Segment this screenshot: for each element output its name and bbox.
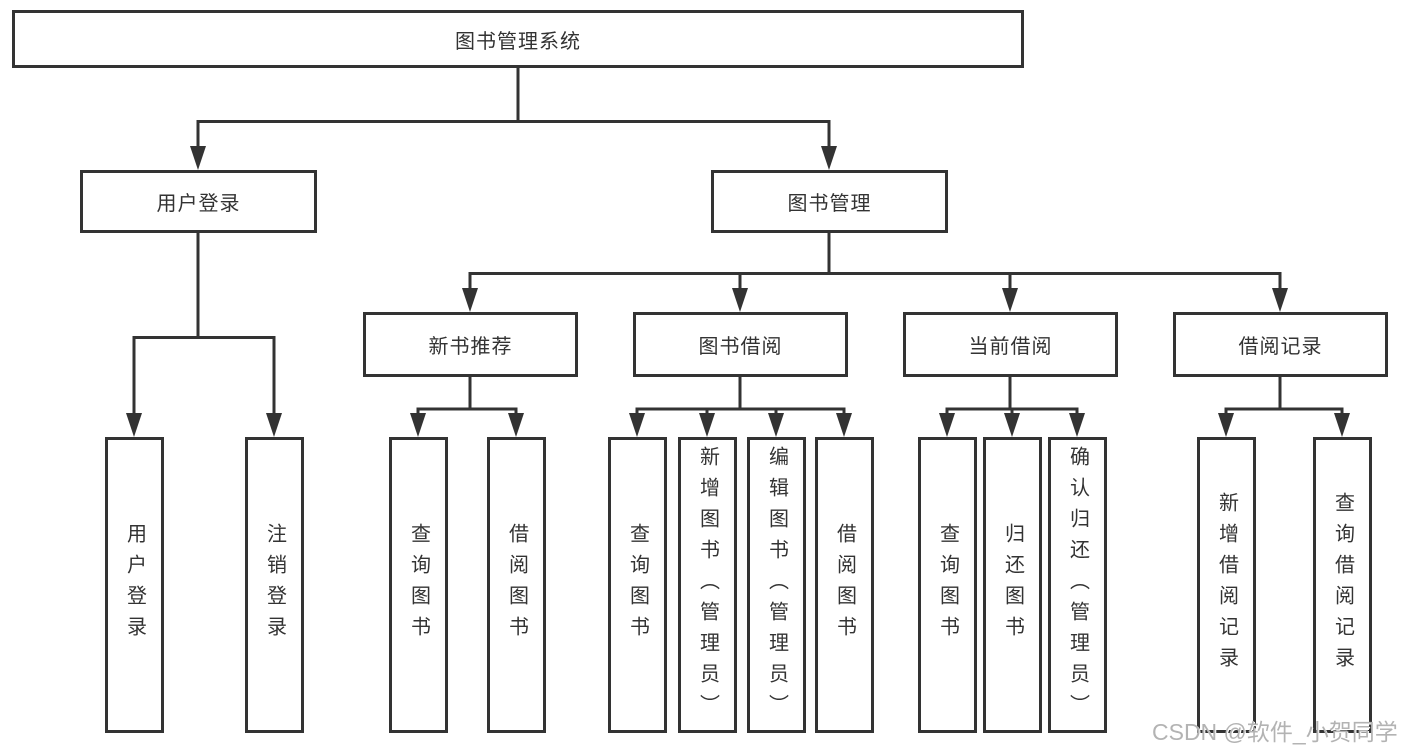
leaf-user-login-label: 用户登录 bbox=[123, 523, 146, 647]
arrowhead bbox=[508, 413, 524, 437]
node-borrowing-records-label: 借阅记录 bbox=[1238, 336, 1323, 358]
node-borrowing-records: 借阅记录 bbox=[1173, 312, 1388, 377]
connector-root-to-level2 bbox=[196, 67, 831, 150]
leaf-add-borrow-record-label: 新增借阅记录 bbox=[1215, 492, 1238, 678]
node-current-borrowing-label: 当前借阅 bbox=[968, 336, 1053, 358]
arrowhead bbox=[1002, 288, 1018, 312]
arrowheads bbox=[126, 146, 1350, 437]
leaf-query-borrow-record-label: 查询借阅记录 bbox=[1331, 492, 1354, 678]
leaf-user-login: 用户登录 bbox=[105, 437, 164, 733]
arrowhead bbox=[266, 413, 282, 437]
arrowhead bbox=[939, 413, 955, 437]
leaf-return-books: 归还图书 bbox=[983, 437, 1042, 733]
csdn-watermark: CSDN @软件_小贺同学 bbox=[1152, 719, 1398, 745]
connector-bookmgmt-to-level3 bbox=[468, 233, 1282, 293]
leaf-query-books-recommend-label: 查询图书 bbox=[407, 523, 430, 647]
connector-newbook-to-leaves bbox=[416, 376, 518, 418]
node-new-book-recommend: 新书推荐 bbox=[363, 312, 578, 377]
arrowhead bbox=[699, 413, 715, 437]
leaf-borrow-books-label: 借阅图书 bbox=[833, 523, 856, 647]
leaf-query-books-borrowing-label: 查询图书 bbox=[626, 523, 649, 647]
leaf-add-borrow-record: 新增借阅记录 bbox=[1197, 437, 1256, 733]
leaf-edit-books-admin: 编辑图书（管理员） bbox=[747, 437, 806, 733]
node-book-borrowing-label: 图书借阅 bbox=[698, 336, 783, 358]
arrowhead bbox=[1272, 288, 1288, 312]
leaf-confirm-return-admin-label: 确认归还（管理员） bbox=[1066, 445, 1089, 725]
arrowhead bbox=[836, 413, 852, 437]
arrowhead bbox=[1004, 413, 1020, 437]
leaf-confirm-return-admin: 确认归还（管理员） bbox=[1048, 437, 1107, 733]
node-current-borrowing: 当前借阅 bbox=[903, 312, 1118, 377]
node-book-borrowing: 图书借阅 bbox=[633, 312, 848, 377]
connector-records-to-leaves bbox=[1224, 376, 1344, 418]
leaf-logout: 注销登录 bbox=[245, 437, 304, 733]
leaf-query-books-current-label: 查询图书 bbox=[936, 523, 959, 647]
arrowhead bbox=[410, 413, 426, 437]
node-user-login-label: 用户登录 bbox=[156, 193, 241, 215]
arrowhead bbox=[462, 288, 478, 312]
leaf-edit-books-admin-label: 编辑图书（管理员） bbox=[765, 445, 788, 725]
arrowhead bbox=[821, 146, 837, 170]
arrowhead bbox=[732, 288, 748, 312]
leaf-query-books-current: 查询图书 bbox=[918, 437, 977, 733]
node-root-label: 图书管理系统 bbox=[455, 30, 581, 53]
arrowhead bbox=[126, 413, 142, 437]
arrowhead bbox=[1069, 413, 1085, 437]
leaf-query-books-recommend: 查询图书 bbox=[389, 437, 448, 733]
leaf-query-books-borrowing: 查询图书 bbox=[608, 437, 667, 733]
node-root: 图书管理系统 bbox=[12, 10, 1024, 68]
arrowhead bbox=[629, 413, 645, 437]
node-book-management-label: 图书管理 bbox=[787, 193, 872, 215]
node-new-book-recommend-label: 新书推荐 bbox=[428, 336, 513, 358]
node-user-login: 用户登录 bbox=[80, 170, 317, 233]
connector-current-to-leaves bbox=[945, 376, 1079, 418]
leaf-logout-label: 注销登录 bbox=[263, 523, 286, 647]
arrowhead bbox=[1218, 413, 1234, 437]
node-book-management: 图书管理 bbox=[711, 170, 948, 233]
leaf-borrow-books-recommend: 借阅图书 bbox=[487, 437, 546, 733]
leaf-add-books-admin: 新增图书（管理员） bbox=[678, 437, 737, 733]
leaf-add-books-admin-label: 新增图书（管理员） bbox=[696, 445, 719, 725]
arrowhead bbox=[768, 413, 784, 437]
leaf-borrow-books-recommend-label: 借阅图书 bbox=[505, 523, 528, 647]
connector-borrowing-to-leaves bbox=[635, 376, 846, 418]
arrowhead bbox=[1334, 413, 1350, 437]
leaf-query-borrow-record: 查询借阅记录 bbox=[1313, 437, 1372, 733]
leaf-borrow-books: 借阅图书 bbox=[815, 437, 874, 733]
arrowhead bbox=[190, 146, 206, 170]
connector-userlogin-to-leaves bbox=[132, 233, 276, 418]
leaf-return-books-label: 归还图书 bbox=[1001, 523, 1024, 647]
